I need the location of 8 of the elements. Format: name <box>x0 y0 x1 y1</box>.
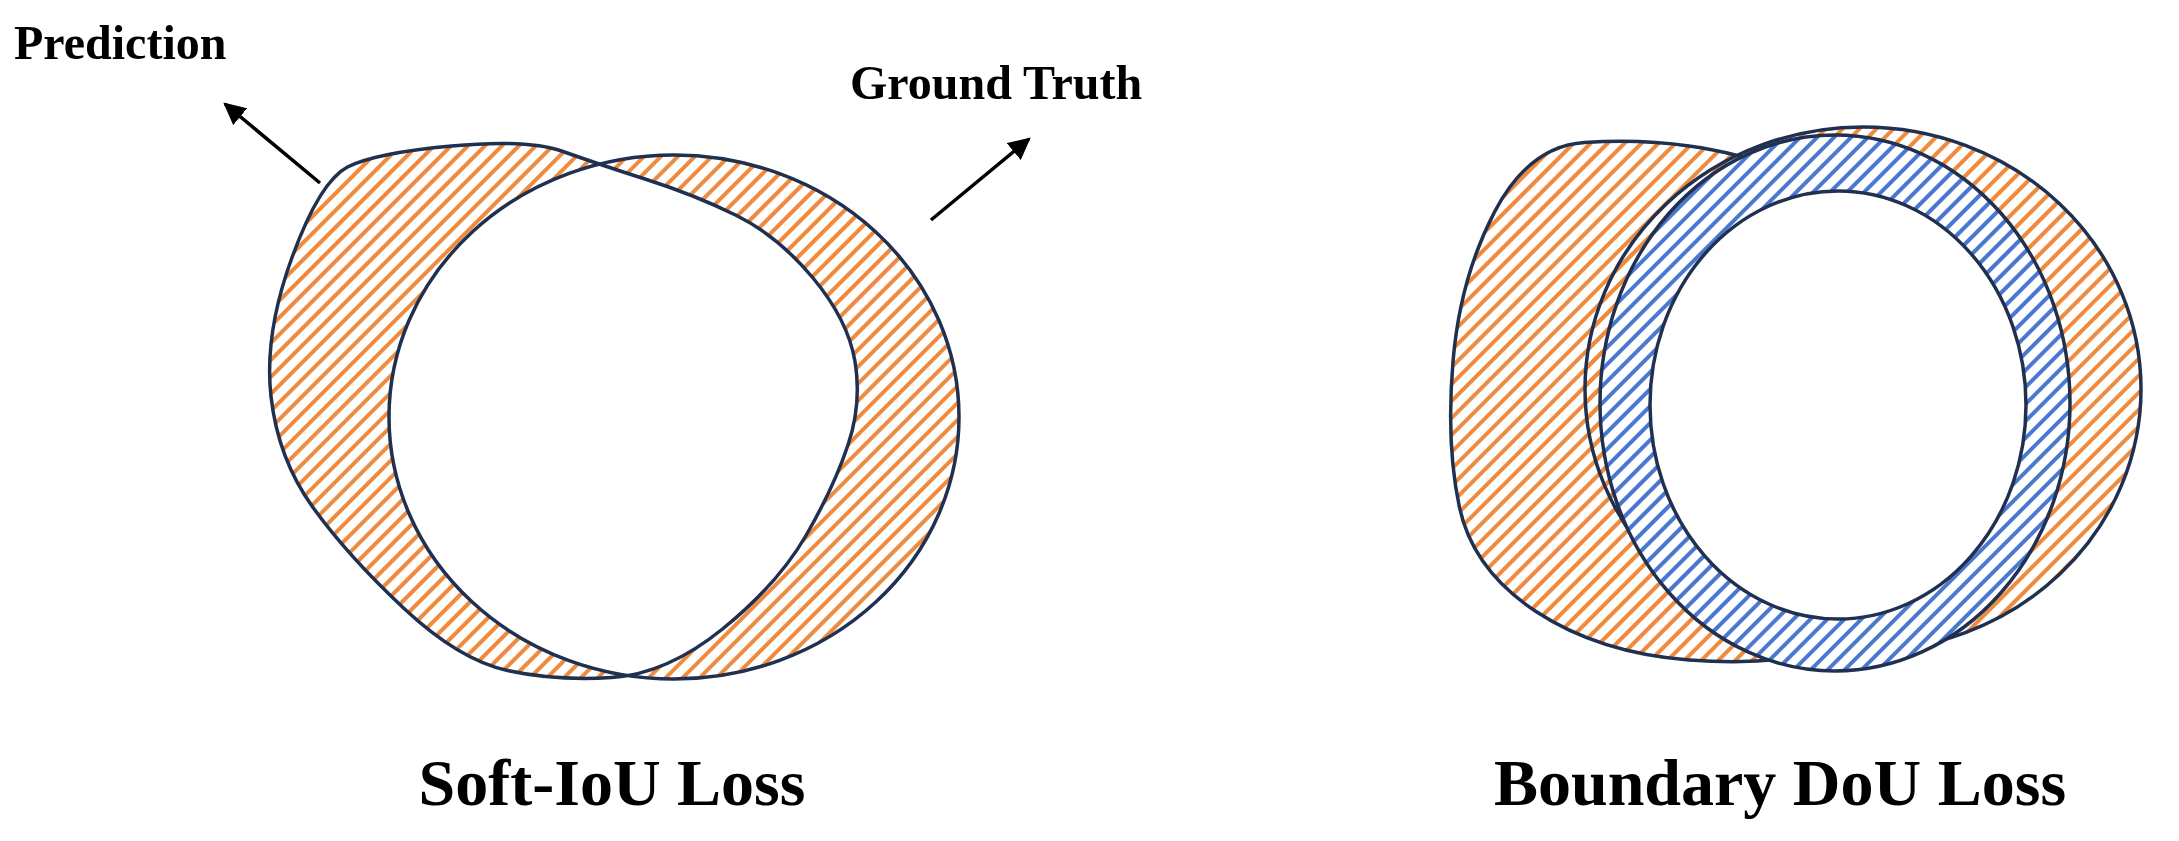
callout-label: Ground Truth <box>850 55 1143 110</box>
prediction-contour <box>267 141 860 681</box>
panel-caption: Soft-IoU Loss <box>418 745 806 821</box>
leader-arrow <box>223 102 322 185</box>
panel-caption: Boundary DoU Loss <box>1493 745 2067 821</box>
ground-truth-contour <box>387 153 961 681</box>
callout-label: Prediction <box>14 15 227 70</box>
leader-arrow <box>929 137 1031 222</box>
